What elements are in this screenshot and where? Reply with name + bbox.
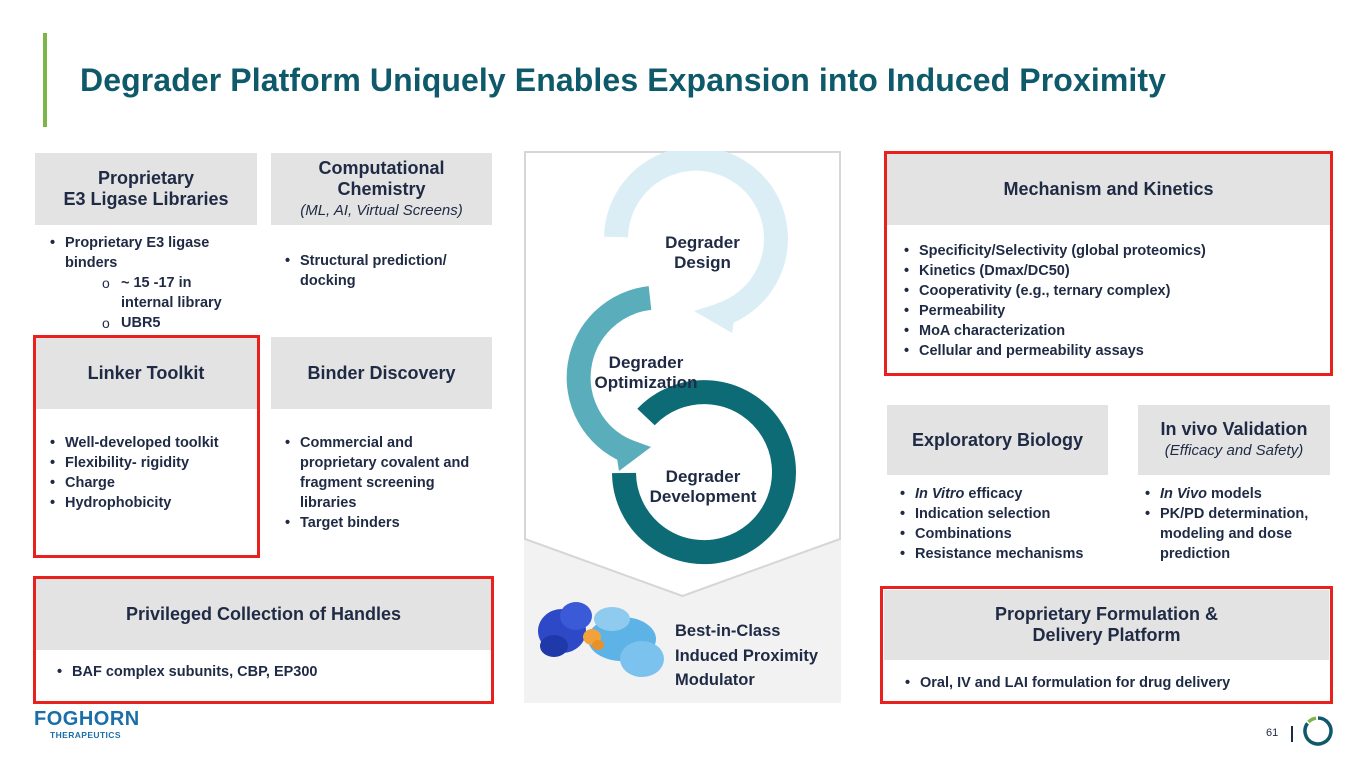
handles-list: BAF complex subunits, CBP, EP300 [57,662,477,682]
label-line: Induced Proximity [675,646,819,665]
invivo-validation-subtitle: (Efficacy and Safety) [1164,442,1304,459]
comp-chem-title-line2: Chemistry [337,178,426,199]
e3-ligase-list: Proprietary E3 ligase binders ~ 15 -17 in… [50,233,255,333]
list-item: In Vivo models [1145,484,1330,504]
design-arrowhead [694,297,738,333]
invivo-validation-title: In vivo Validation [1160,419,1308,439]
degrader-design-label: Degrader Design [640,233,765,273]
binder-discovery-title: Binder Discovery [307,362,456,383]
slide-title: Degrader Platform Uniquely Enables Expan… [80,62,1167,98]
list-item: Proprietary E3 ligase binders [50,233,255,273]
e3-ligase-title-line2: E3 Ligase Libraries [63,189,229,209]
label-line: Development [649,487,757,506]
label-line: Modulator [675,671,755,689]
linker-toolkit-title: Linker Toolkit [87,362,205,383]
comp-chem-subtitle: (ML, AI, Virtual Screens) [300,201,463,219]
list-item: Specificity/Selectivity (global proteomi… [904,241,1314,261]
label-line: Degrader [665,233,740,252]
list-item: Structural prediction/ docking [285,251,475,291]
list-item: Kinetics (Dmax/DC50) [904,261,1314,281]
label-line: Optimization [594,373,698,392]
exploratory-biology-title: Exploratory Biology [911,429,1084,450]
degrader-development-label: Degrader Development [640,467,766,507]
list-item: Resistance mechanisms [900,544,1110,564]
list-item: Cooperativity (e.g., ternary complex) [904,281,1314,301]
sub-list-item: ~ 15 -17 in [50,273,255,293]
list-item: Combinations [900,524,1110,544]
list-item: PK/PD determination, modeling and dose p… [1145,504,1330,564]
protein-structure-image [538,602,664,677]
exploratory-biology-header: Exploratory Biology [887,405,1108,475]
ring-logo-icon [1303,716,1333,746]
list-item: In Vitro efficacy [900,484,1110,504]
list-item: Commercial and proprietary covalent and … [285,433,490,513]
linker-toolkit-header: Linker Toolkit [35,337,257,409]
list-item-text: UBR5 [121,315,161,331]
handles-highlight-frame [33,576,494,704]
handles-title: Privileged Collection of Handles [125,603,402,624]
sub-list-item-continued: internal library [50,293,255,313]
list-item: BAF complex subunits, CBP, EP300 [57,662,477,682]
best-in-class-text: Best-in-Class Induced Proximity Modulato… [675,619,818,693]
page-number: 61 [1266,727,1279,739]
binder-discovery-header: Binder Discovery [271,337,492,409]
sub-list-item: UBR5 [50,313,255,333]
list-item: Target binders [285,513,490,533]
e3-ligase-title-line1: Proprietary [97,168,195,188]
list-item: Hydrophobicity [50,493,255,513]
list-item-text: efficacy [964,486,1023,502]
label-line: Degrader [665,467,741,486]
list-item: MoA characterization [904,321,1314,341]
list-item: Flexibility- rigidity [50,453,255,473]
development-arc [612,380,796,565]
list-item: Charge [50,473,255,493]
formulation-list: Oral, IV and LAI formulation for drug de… [905,673,1325,693]
comp-chem-list: Structural prediction/ docking [285,251,475,291]
formulation-highlight-frame [880,586,1333,704]
mechanism-highlight-frame [884,151,1333,376]
optimization-arrowhead [613,433,651,471]
label-line: Design [674,253,731,272]
mechanism-list: Specificity/Selectivity (global proteomi… [904,241,1314,361]
design-arc [604,151,788,327]
list-item: Indication selection [900,504,1110,524]
list-item-italic: In Vivo [1160,486,1207,502]
optimization-arc [566,286,652,463]
degrader-cycle-panel [524,151,841,703]
list-item: Oral, IV and LAI formulation for drug de… [905,673,1325,693]
invivo-validation-header: In vivo Validation (Efficacy and Safety) [1138,405,1330,475]
label-line: Best-in-Class [675,622,781,640]
linker-toolkit-highlight-frame [33,335,260,558]
mechanism-header: Mechanism and Kinetics [887,153,1330,225]
invivo-validation-list: In Vivo models PK/PD determination, mode… [1145,484,1330,564]
list-item: Permeability [904,301,1314,321]
page-number-divider [1291,726,1293,742]
list-item: Cellular and permeability assays [904,341,1314,361]
list-item-italic: In Vitro [915,486,965,502]
foghorn-logo: FOGHORN THERAPEUTICS [34,709,140,740]
list-item-text: internal library [121,295,222,311]
formulation-header: Proprietary Formulation & Delivery Platf… [884,590,1329,660]
mechanism-title: Mechanism and Kinetics [1003,178,1214,199]
exploratory-biology-list: In Vitro efficacy Indication selection C… [900,484,1110,564]
comp-chem-header: Computational Chemistry (ML, AI, Virtual… [271,153,492,225]
handles-header: Privileged Collection of Handles [35,578,492,650]
logo-brand: FOGHORN [34,708,140,730]
list-item-text: models [1207,486,1262,502]
degrader-optimization-label: Degrader Optimization [585,353,707,393]
label-line: Degrader [608,353,684,372]
e3-ligase-header: Proprietary E3 Ligase Libraries [35,153,257,225]
formulation-title-line2: Delivery Platform [1032,625,1181,645]
linker-toolkit-list: Well-developed toolkit Flexibility- rigi… [50,433,255,513]
list-item-text: Proprietary E3 ligase [65,235,210,251]
list-item-text: ~ 15 -17 in [121,275,192,291]
title-accent-bar [43,33,47,127]
list-item-text: binders [65,255,118,271]
comp-chem-title-line1: Computational [318,157,445,178]
logo-tagline: THERAPEUTICS [50,730,121,740]
binder-discovery-list: Commercial and proprietary covalent and … [285,433,490,533]
list-item: Well-developed toolkit [50,433,255,453]
formulation-title-line1: Proprietary Formulation & [994,604,1219,624]
